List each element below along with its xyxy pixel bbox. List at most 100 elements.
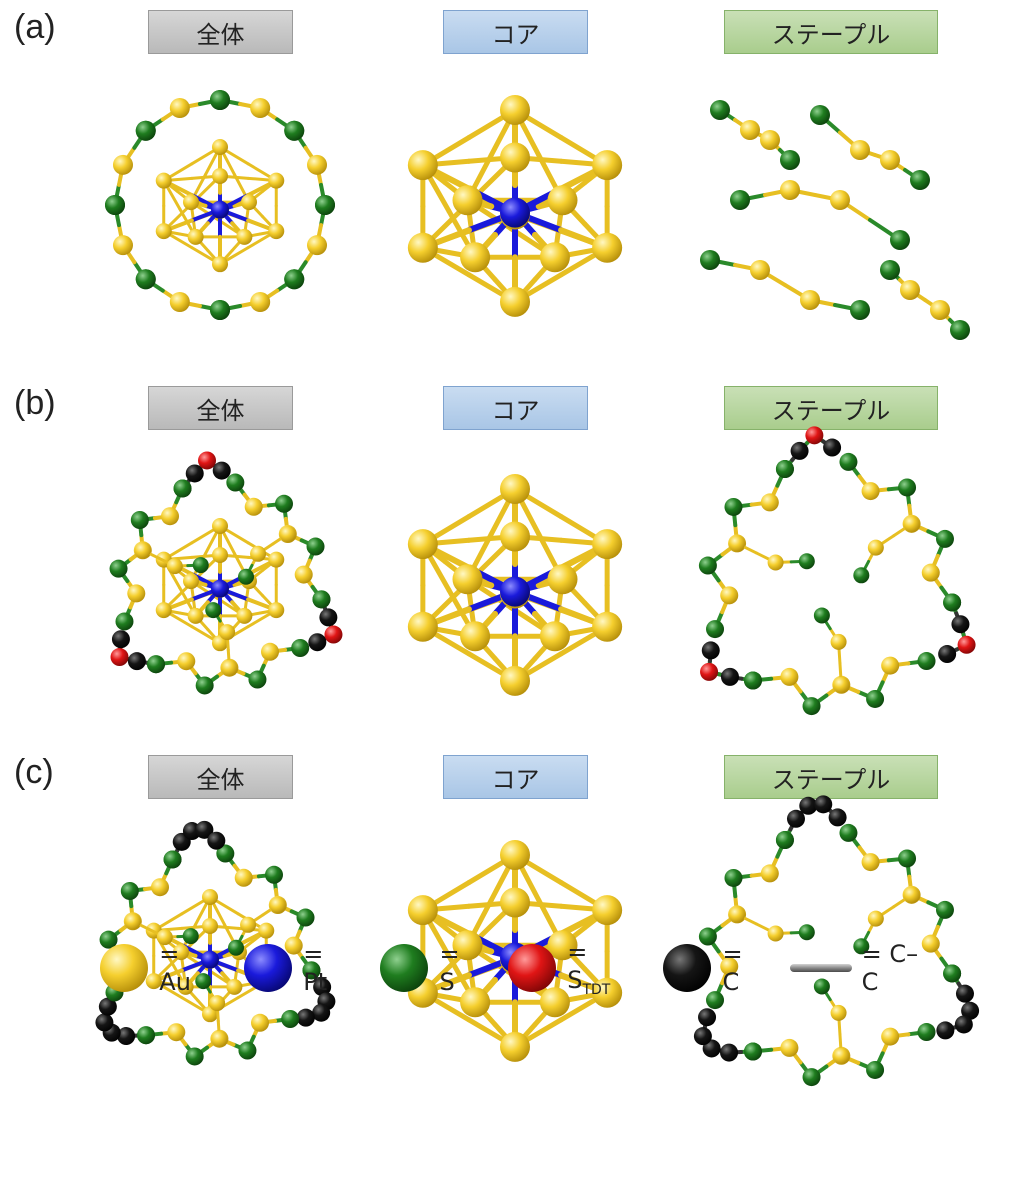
s-atom	[135, 269, 156, 290]
au-atom	[155, 172, 172, 189]
s-atom	[780, 150, 800, 170]
s-atom	[839, 452, 858, 471]
s-atom	[813, 978, 830, 995]
molecule-row-b	[109, 426, 976, 716]
au-atom	[930, 300, 950, 320]
c-atom	[938, 645, 957, 664]
au-atom	[500, 142, 530, 173]
legend-s: = S	[376, 940, 482, 996]
au-atom	[236, 228, 253, 245]
au-atom	[260, 642, 279, 661]
au-atom	[169, 97, 190, 118]
r-atom	[110, 648, 129, 667]
au-atom	[867, 539, 884, 556]
s-atom	[120, 881, 139, 900]
c-atom	[955, 984, 974, 1003]
legend-pt: = Pt	[240, 940, 354, 996]
au-atom	[900, 280, 920, 300]
au-atom	[880, 150, 900, 170]
au-atom	[268, 602, 285, 619]
au-atom	[830, 190, 850, 210]
pt-atom	[211, 200, 229, 219]
s-atom	[775, 831, 794, 850]
au-atom	[500, 521, 530, 552]
s-atom	[813, 607, 830, 624]
au-atom	[780, 180, 800, 200]
s-atom	[195, 676, 214, 695]
s-atom	[775, 460, 794, 479]
legend-au: = Au	[96, 940, 218, 996]
au-atom	[268, 223, 285, 240]
tag-core: コア	[443, 386, 588, 430]
s-atom	[935, 529, 954, 548]
au-atom	[209, 995, 226, 1012]
c-atom	[698, 1008, 717, 1027]
s-atom	[743, 671, 762, 690]
s-atom	[130, 510, 149, 529]
s-atom	[291, 639, 310, 658]
s-atom	[698, 556, 717, 575]
au-atom	[407, 611, 438, 642]
au-atom	[861, 482, 880, 501]
s-atom	[210, 300, 230, 320]
au-atom	[760, 864, 779, 883]
c-atom	[823, 438, 842, 457]
au-atom	[800, 290, 820, 310]
s-atom	[228, 939, 245, 956]
c-atom	[693, 1027, 712, 1046]
s-atom	[296, 908, 315, 927]
legend-subscript: TDT	[582, 982, 611, 998]
s-atom	[284, 269, 305, 290]
s-atom	[802, 1068, 821, 1087]
au-atom	[460, 242, 491, 273]
c-atom	[799, 796, 818, 815]
au-atom	[592, 232, 623, 263]
au-atom	[219, 624, 236, 641]
molecule-row-c	[95, 795, 980, 1087]
au-atom	[250, 292, 271, 313]
s-atom	[216, 844, 235, 863]
s-atom	[724, 868, 743, 887]
au-atom	[760, 130, 780, 150]
au-atom	[187, 607, 204, 624]
s-atom	[898, 478, 917, 497]
au-atom	[903, 515, 920, 532]
au-atom	[167, 1023, 186, 1042]
c-atom	[296, 1008, 315, 1027]
au-atom	[500, 1031, 530, 1062]
au-atom	[740, 120, 760, 140]
s-atom	[302, 961, 321, 980]
c-atom-icon	[663, 944, 712, 992]
legend: = Au = Pt = S = STDT = C = C–C	[96, 938, 956, 998]
s-atom	[306, 537, 325, 556]
au-atom	[452, 185, 483, 216]
s-atom	[866, 689, 885, 708]
c-atom	[936, 1021, 955, 1040]
au-atom	[500, 665, 530, 696]
s-atom	[880, 260, 900, 280]
pt-atom	[500, 197, 530, 228]
au-atom	[407, 529, 438, 560]
s-atom	[910, 170, 930, 190]
au-atom	[202, 918, 218, 934]
s-atom	[281, 1010, 300, 1029]
legend-label: = S	[439, 940, 460, 996]
s-atom	[205, 602, 222, 619]
s-atom	[810, 105, 830, 125]
au-atom	[183, 573, 199, 590]
row-label: (b)	[14, 384, 56, 422]
au-atom	[881, 1027, 900, 1046]
au-atom	[127, 584, 146, 603]
au-atom	[212, 168, 228, 184]
s-atom	[135, 120, 156, 141]
au-atom	[250, 97, 271, 118]
au-atom	[187, 228, 204, 245]
au-atom	[307, 235, 328, 256]
legend-s-tdt: = STDT	[504, 938, 637, 998]
au-atom	[145, 973, 162, 990]
au-atom	[284, 936, 303, 955]
s-tdt-atom-icon	[507, 944, 556, 992]
c-atom	[98, 997, 117, 1016]
s-atom	[839, 823, 858, 842]
au-atom	[867, 910, 884, 927]
